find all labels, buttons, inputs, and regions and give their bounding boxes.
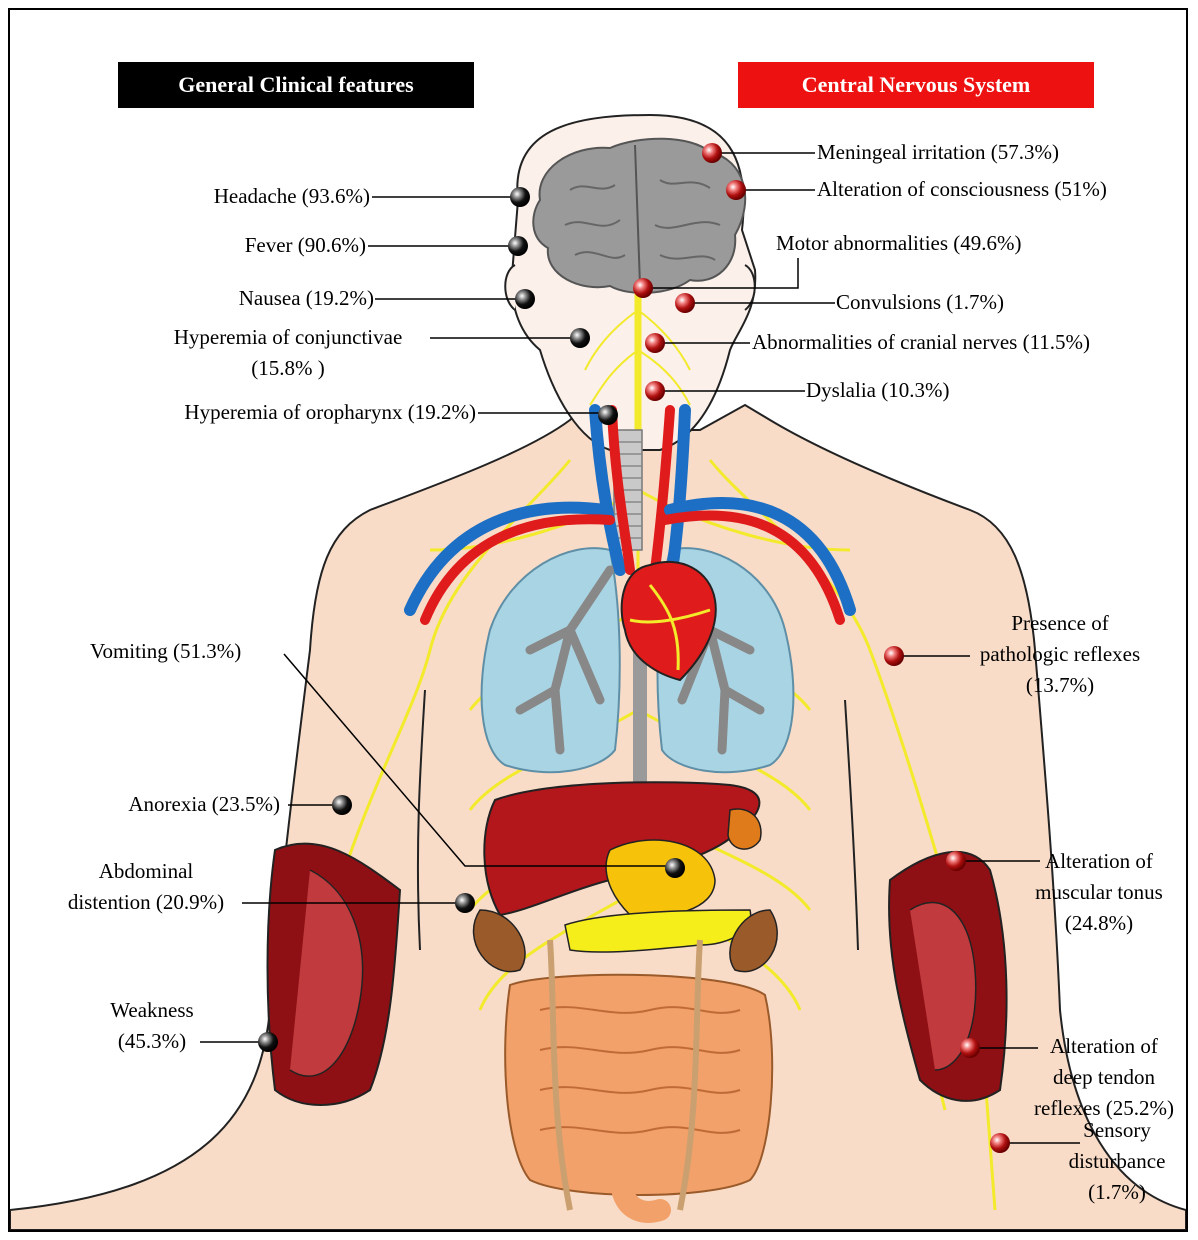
marker-fever (508, 236, 528, 256)
figure-frame: General Clinical features Central Nervou… (8, 8, 1188, 1232)
marker-headache (510, 187, 530, 207)
marker-alteration-consciousness (726, 180, 746, 200)
marker-vomiting (665, 858, 685, 878)
marker-cranial-nerves (645, 333, 665, 353)
label-vomiting: Vomiting (51.3%) (90, 636, 241, 667)
label-motor-abnormalities: Motor abnormalities (49.6%) (776, 228, 1022, 259)
marker-abdominal-distention (455, 893, 475, 913)
label-headache: Headache (93.6%) (214, 181, 370, 212)
label-anorexia: Anorexia (23.5%) (128, 789, 280, 820)
marker-hyperemia-oropharynx (598, 405, 618, 425)
label-alteration-consciousness: Alteration of consciousness (51%) (817, 174, 1107, 205)
label-deep-tendon-reflexes: Alteration of deep tendon reflexes (25.2… (1022, 1031, 1186, 1124)
label-muscular-tonus: Alteration of muscular tonus (24.8%) (1024, 846, 1174, 939)
marker-nausea (515, 289, 535, 309)
general-features-header: General Clinical features (118, 62, 474, 108)
marker-weakness (258, 1032, 278, 1052)
marker-anorexia (332, 795, 352, 815)
label-dyslalia: Dyslalia (10.3%) (806, 375, 949, 406)
label-pathologic-reflexes: Presence of pathologic reflexes (13.7%) (962, 608, 1158, 701)
marker-deep-tendon-reflexes (960, 1038, 980, 1058)
marker-dyslalia (645, 381, 665, 401)
label-cranial-nerves: Abnormalities of cranial nerves (11.5%) (752, 327, 1090, 358)
marker-muscular-tonus (946, 851, 966, 871)
cns-header: Central Nervous System (738, 62, 1094, 108)
marker-convulsions (675, 293, 695, 313)
marker-meningeal-irritation (702, 143, 722, 163)
label-hyperemia-oropharynx: Hyperemia of oropharynx (19.2%) (184, 397, 476, 428)
marker-pathologic-reflexes (884, 646, 904, 666)
label-abdominal-distention: Abdominal distention (20.9%) (48, 856, 244, 918)
label-hyperemia-conjunctivae: Hyperemia of conjunctivae (15.8% ) (148, 322, 428, 384)
label-meningeal-irritation: Meningeal irritation (57.3%) (817, 137, 1059, 168)
marker-hyperemia-conjunctivae (570, 328, 590, 348)
label-sensory-disturbance: Sensory disturbance (1.7%) (1062, 1115, 1172, 1208)
label-convulsions: Convulsions (1.7%) (836, 287, 1004, 318)
label-nausea: Nausea (19.2%) (239, 283, 374, 314)
label-fever: Fever (90.6%) (245, 230, 366, 261)
marker-motor-abnormalities (633, 278, 653, 298)
label-weakness: Weakness (45.3%) (102, 995, 202, 1057)
marker-sensory-disturbance (990, 1133, 1010, 1153)
